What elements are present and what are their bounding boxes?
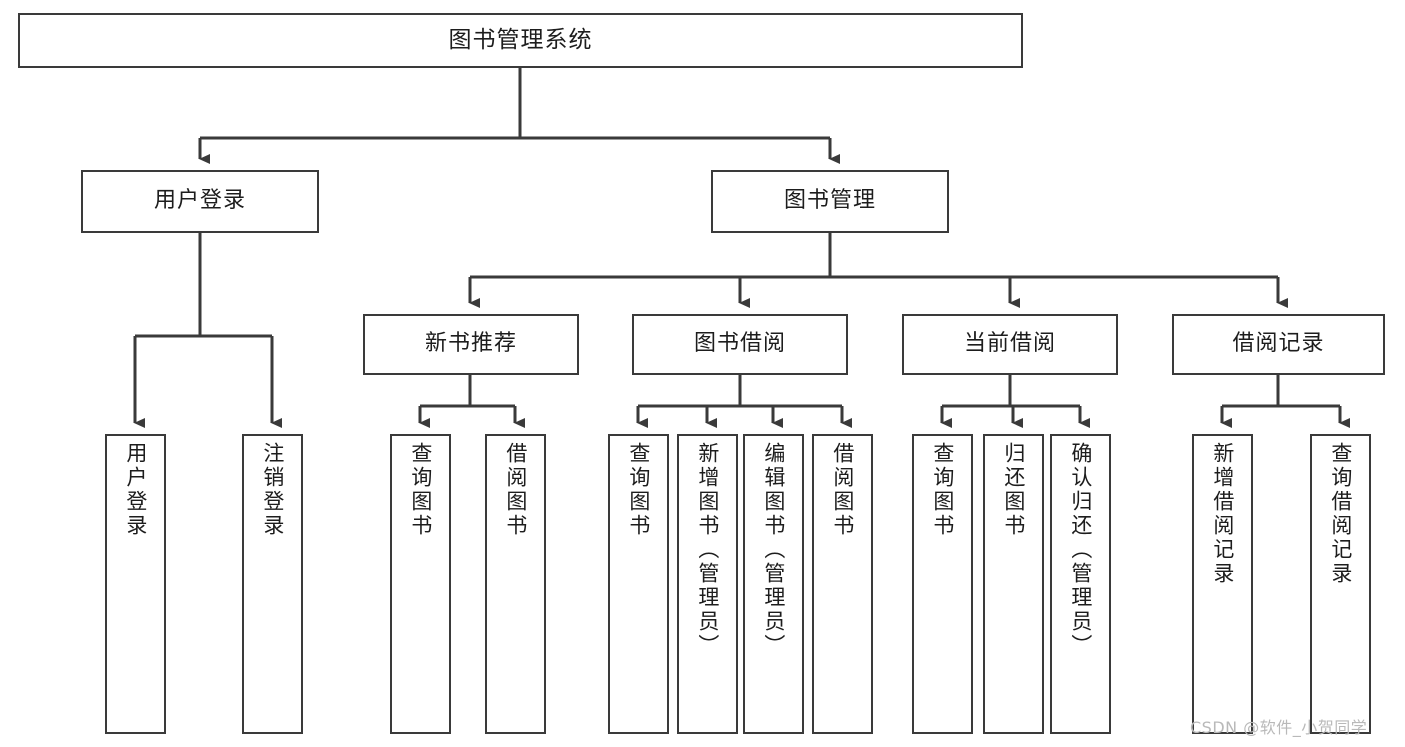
node-leaf-add-book-admin-label: 新增图书（管理员）: [695, 442, 720, 658]
node-leaf-add-borrow-record[interactable]: 新增借阅记录: [1192, 434, 1253, 734]
node-level2-book-management[interactable]: 图书管理: [711, 170, 949, 233]
node-leaf-user-login-label: 用户登录: [123, 442, 148, 538]
node-leaf-query-borrow-record[interactable]: 查询借阅记录: [1310, 434, 1371, 734]
node-level3-book-borrow[interactable]: 图书借阅: [632, 314, 848, 375]
node-level2-user-login-label: 用户登录: [153, 188, 246, 214]
node-level3-current-borrow[interactable]: 当前借阅: [902, 314, 1118, 375]
node-level3-borrow-record-label: 借阅记录: [1232, 331, 1325, 357]
node-level3-new-book-recommend[interactable]: 新书推荐: [363, 314, 579, 375]
node-root[interactable]: 图书管理系统: [18, 13, 1023, 68]
node-leaf-edit-book-admin-label: 编辑图书（管理员）: [761, 442, 786, 658]
node-leaf-logout[interactable]: 注销登录: [242, 434, 303, 734]
node-level3-current-borrow-label: 当前借阅: [963, 331, 1056, 357]
node-leaf-add-borrow-record-label: 新增借阅记录: [1210, 442, 1235, 586]
node-leaf-borrow-book-recommend[interactable]: 借阅图书: [485, 434, 546, 734]
node-leaf-query-borrow-record-label: 查询借阅记录: [1328, 442, 1353, 586]
node-leaf-edit-book-admin[interactable]: 编辑图书（管理员）: [743, 434, 804, 734]
node-leaf-return-book-label: 归还图书: [1001, 442, 1026, 538]
node-leaf-borrow-book-label: 借阅图书: [830, 442, 855, 538]
node-leaf-query-book-borrow-label: 查询图书: [626, 442, 651, 538]
node-leaf-return-book[interactable]: 归还图书: [983, 434, 1044, 734]
node-leaf-borrow-book[interactable]: 借阅图书: [812, 434, 873, 734]
node-level2-book-management-label: 图书管理: [783, 188, 876, 214]
node-level3-new-book-recommend-label: 新书推荐: [424, 331, 517, 357]
node-leaf-query-book-current-label: 查询图书: [930, 442, 955, 538]
node-level3-book-borrow-label: 图书借阅: [693, 331, 786, 357]
node-leaf-user-login[interactable]: 用户登录: [105, 434, 166, 734]
node-level2-user-login[interactable]: 用户登录: [81, 170, 319, 233]
node-leaf-query-book-current[interactable]: 查询图书: [912, 434, 973, 734]
node-leaf-query-book-recommend[interactable]: 查询图书: [390, 434, 451, 734]
node-leaf-logout-label: 注销登录: [260, 442, 285, 538]
node-leaf-add-book-admin[interactable]: 新增图书（管理员）: [677, 434, 738, 734]
node-leaf-confirm-return-admin-label: 确认归还（管理员）: [1068, 442, 1093, 658]
node-leaf-query-book-borrow[interactable]: 查询图书: [608, 434, 669, 734]
node-leaf-query-book-recommend-label: 查询图书: [408, 442, 433, 538]
node-leaf-confirm-return-admin[interactable]: 确认归还（管理员）: [1050, 434, 1111, 734]
node-level3-borrow-record[interactable]: 借阅记录: [1172, 314, 1385, 375]
node-leaf-borrow-book-recommend-label: 借阅图书: [503, 442, 528, 538]
node-root-label: 图书管理系统: [448, 27, 593, 54]
